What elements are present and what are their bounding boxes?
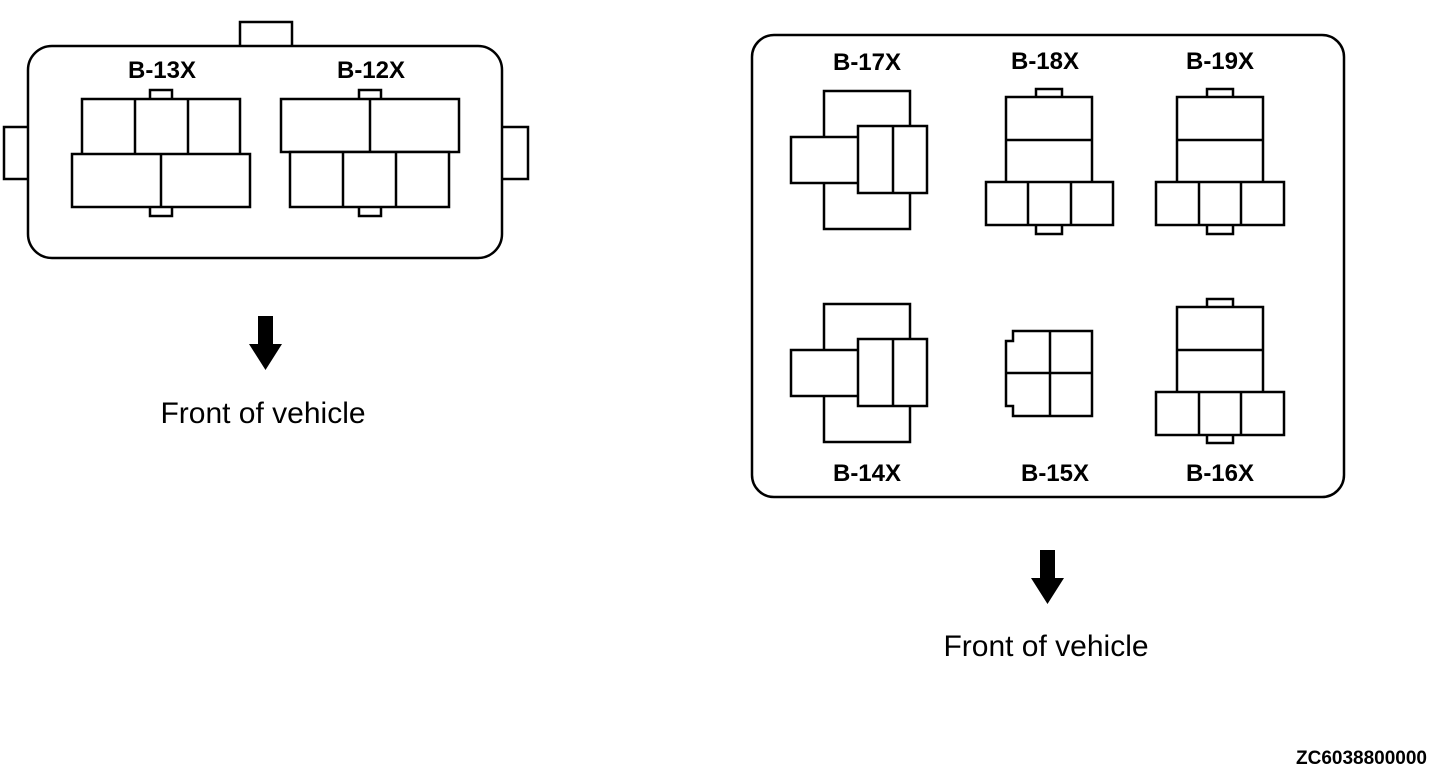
connector-body	[80, 97, 242, 157]
connector-body	[789, 348, 863, 398]
label-b15x: B-15X	[1021, 460, 1089, 487]
connector-b15x	[1004, 329, 1094, 418]
connector-body	[288, 150, 451, 209]
label-b18x: B-18X	[1011, 48, 1079, 75]
connector-b16x	[1154, 297, 1286, 445]
front-of-vehicle-label: Front of vehicle	[943, 630, 1148, 663]
left-junction-block: B-13X B-12X	[2, 20, 530, 260]
figure-code: ZC6038800000	[1296, 748, 1427, 769]
connector-b18x	[984, 87, 1115, 236]
label-b12x: B-12X	[337, 57, 405, 84]
connector-b17x	[789, 89, 929, 231]
front-of-vehicle-label: Front of vehicle	[160, 397, 365, 430]
connector-body	[1154, 390, 1286, 437]
connector-b12x	[279, 88, 461, 218]
connector-b13x	[70, 88, 252, 218]
label-b13x: B-13X	[128, 57, 196, 84]
label-b16x: B-16X	[1186, 460, 1254, 487]
connector-b19x	[1154, 87, 1286, 236]
connector-body	[1154, 180, 1286, 227]
down-arrow-icon	[1031, 550, 1064, 604]
label-b17x: B-17X	[833, 49, 901, 76]
connector-body	[789, 135, 863, 185]
down-arrow-icon	[249, 316, 282, 370]
connector-body	[984, 180, 1115, 227]
label-b19x: B-19X	[1186, 48, 1254, 75]
connector-b14x	[789, 302, 929, 444]
label-b14x: B-14X	[833, 460, 901, 487]
right-connector-panel: B-17X B-18X B-19X B-14X B-15X B-16X	[750, 33, 1346, 499]
